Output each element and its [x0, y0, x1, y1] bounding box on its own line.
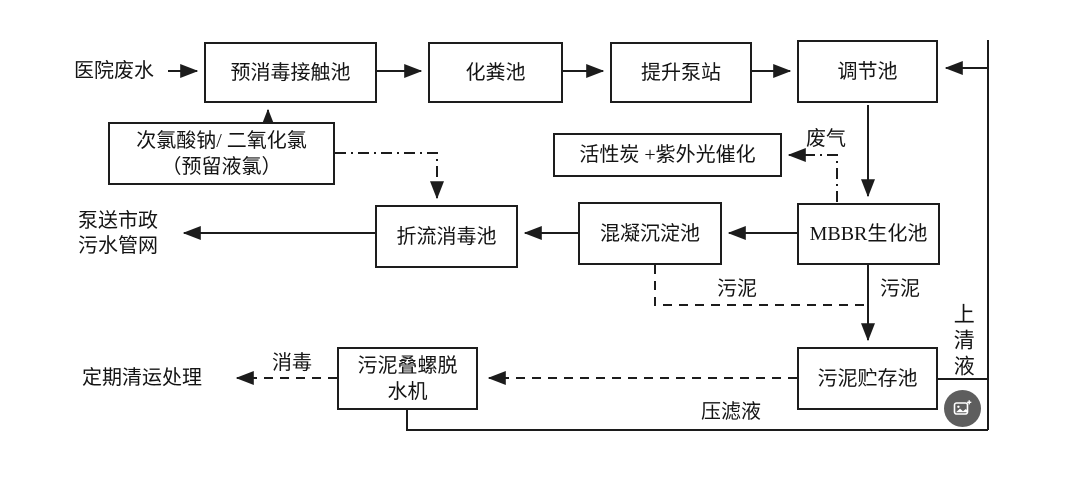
label-sludge-right: 污泥 [880, 278, 920, 300]
node-pre-disinfection-tank: 预消毒接触池 [204, 42, 377, 103]
image-plus-icon [953, 399, 972, 418]
export-image-button[interactable] [944, 390, 981, 427]
label-municipal-network: 泵送市政 污水管网 [78, 209, 170, 259]
municipal-line1: 泵送市政 [78, 210, 158, 232]
node-dosing-chemicals: 次氯酸钠/ 二氧化氯 （预留液氯） [108, 122, 335, 185]
label-sludge-left: 污泥 [717, 278, 757, 300]
node-baffled-disinfection-tank: 折流消毒池 [375, 205, 518, 268]
node-sludge-dewatering-machine: 污泥叠螺脱 水机 [337, 347, 478, 410]
dewatering-line1: 污泥叠螺脱 [357, 354, 458, 377]
dosing-line1: 次氯酸钠/ 二氧化氯 [136, 129, 307, 152]
label-supernatant: 上清液 [951, 303, 976, 381]
label-disinfection: 消毒 [272, 352, 312, 374]
node-activated-carbon-uv: 活性炭 +紫外光催化 [553, 133, 782, 177]
label-filter-press-liquid: 压滤液 [701, 401, 761, 423]
municipal-line2: 污水管网 [78, 235, 158, 257]
label-waste-gas: 废气 [806, 128, 846, 150]
dosing-line2: （预留液氯） [161, 155, 282, 178]
node-sludge-storage-tank: 污泥贮存池 [797, 347, 938, 410]
node-coagulation-sedimentation-tank: 混凝沉淀池 [578, 202, 722, 265]
node-mbbr-tank: MBBR生化池 [797, 203, 940, 265]
node-regulating-tank: 调节池 [797, 40, 938, 103]
node-lift-pump-station: 提升泵站 [610, 42, 752, 103]
node-septic-tank: 化粪池 [428, 42, 563, 103]
label-regular-disposal: 定期清运处理 [82, 367, 202, 389]
label-hospital-wastewater: 医院废水 [74, 60, 154, 82]
dewatering-line2: 水机 [387, 380, 428, 403]
